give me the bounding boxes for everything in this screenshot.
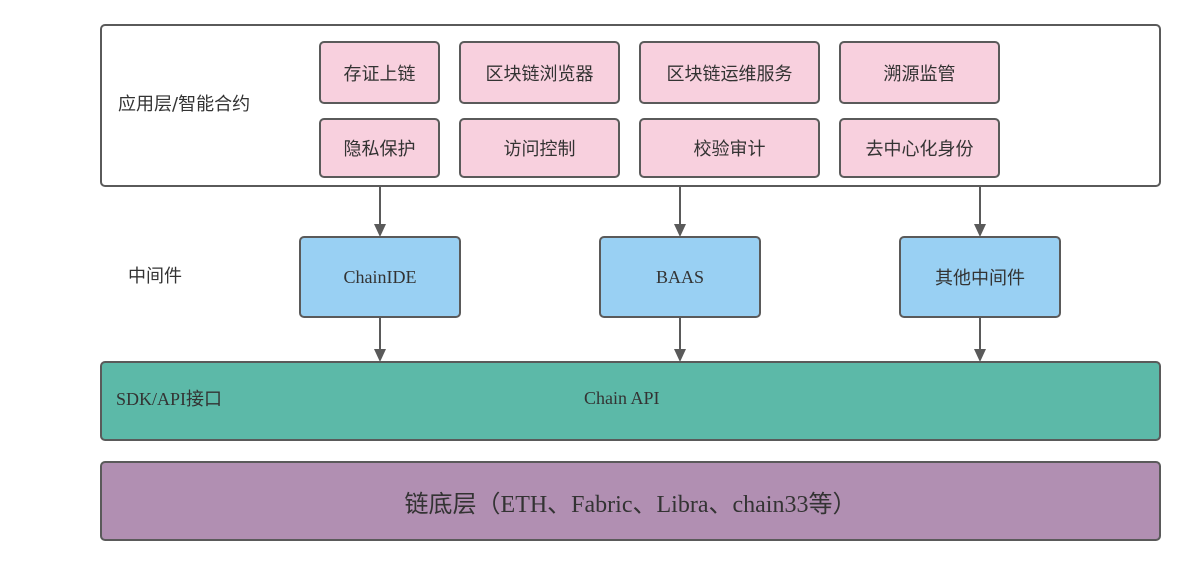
- chain-layer-panel: [100, 461, 1161, 541]
- application-layer-label: 应用层/智能合约: [118, 94, 251, 115]
- module-evidence-on-chain: 存证上链: [319, 41, 440, 104]
- module-blockchain-explorer: 区块链浏览器: [459, 41, 620, 104]
- module-decentralized-identity: 去中心化身份: [839, 118, 1000, 178]
- middleware-baas: BAAS: [599, 236, 761, 318]
- api-layer-panel: [100, 361, 1161, 441]
- api-layer-title: Chain API: [584, 388, 660, 408]
- middleware-other: 其他中间件: [899, 236, 1061, 318]
- middleware-chainide: ChainIDE: [299, 236, 461, 318]
- chain-layer-title: 链底层（ETH、Fabric、Libra、chain33等）: [404, 491, 857, 518]
- module-privacy-protection: 隐私保护: [319, 118, 440, 178]
- module-access-control: 访问控制: [459, 118, 620, 178]
- api-layer-label: SDK/API接口: [116, 389, 223, 409]
- application-layer-panel: [100, 24, 1161, 187]
- module-blockchain-ops-service: 区块链运维服务: [639, 41, 820, 104]
- middleware-layer-label: 中间件: [128, 266, 182, 287]
- module-traceability-supervision: 溯源监管: [839, 41, 1000, 104]
- module-verification-audit: 校验审计: [639, 118, 820, 178]
